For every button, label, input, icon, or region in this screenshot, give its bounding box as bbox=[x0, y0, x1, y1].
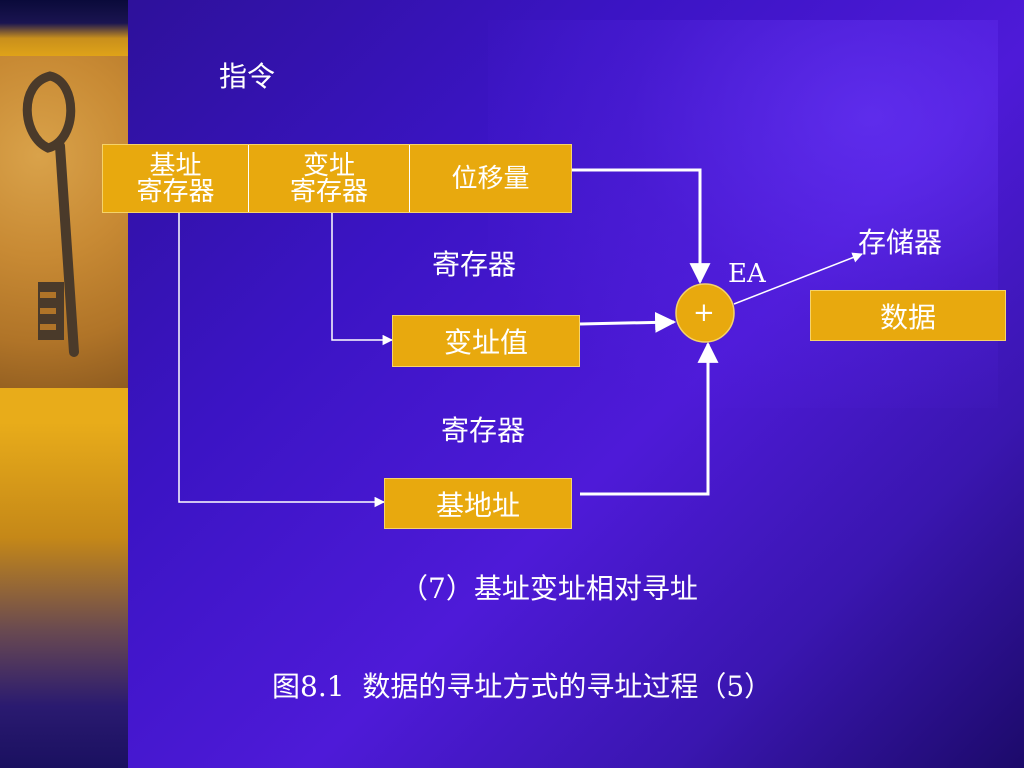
instruction-format-box: 基址寄存器 变址寄存器 位移量 bbox=[102, 144, 572, 213]
memory-label: 存储器 bbox=[858, 226, 943, 259]
adder-symbol: + bbox=[693, 298, 715, 328]
index-value-box: 变址值 bbox=[392, 315, 580, 367]
index-to-adder-line bbox=[579, 311, 677, 333]
instruction-label: 指令 bbox=[219, 60, 276, 93]
figure-caption: 图8.1 数据的寻址方式的寻址过程（5） bbox=[272, 670, 773, 703]
register-label-1: 寄存器 bbox=[432, 248, 517, 281]
key-photo bbox=[0, 56, 128, 388]
key-icon bbox=[22, 71, 79, 357]
field-divider bbox=[409, 145, 410, 212]
base-reg-line bbox=[178, 213, 386, 508]
data-box: 数据 bbox=[810, 290, 1006, 341]
base-register-field: 基址寄存器 bbox=[136, 150, 215, 207]
ea-arrow bbox=[733, 252, 863, 305]
subcaption: （7）基址变址相对寻址 bbox=[400, 572, 698, 605]
displacement-to-adder-line bbox=[572, 168, 711, 285]
ea-label: EA bbox=[728, 259, 766, 289]
displacement-field: 位移量 bbox=[451, 163, 530, 194]
register-label-2: 寄存器 bbox=[441, 414, 526, 447]
field-divider bbox=[248, 145, 249, 212]
base-address-box: 基地址 bbox=[384, 478, 572, 529]
adder-circle bbox=[675, 283, 735, 343]
index-register-field: 变址寄存器 bbox=[289, 150, 368, 207]
base-to-adder-line bbox=[580, 341, 719, 496]
index-reg-line bbox=[331, 213, 394, 346]
